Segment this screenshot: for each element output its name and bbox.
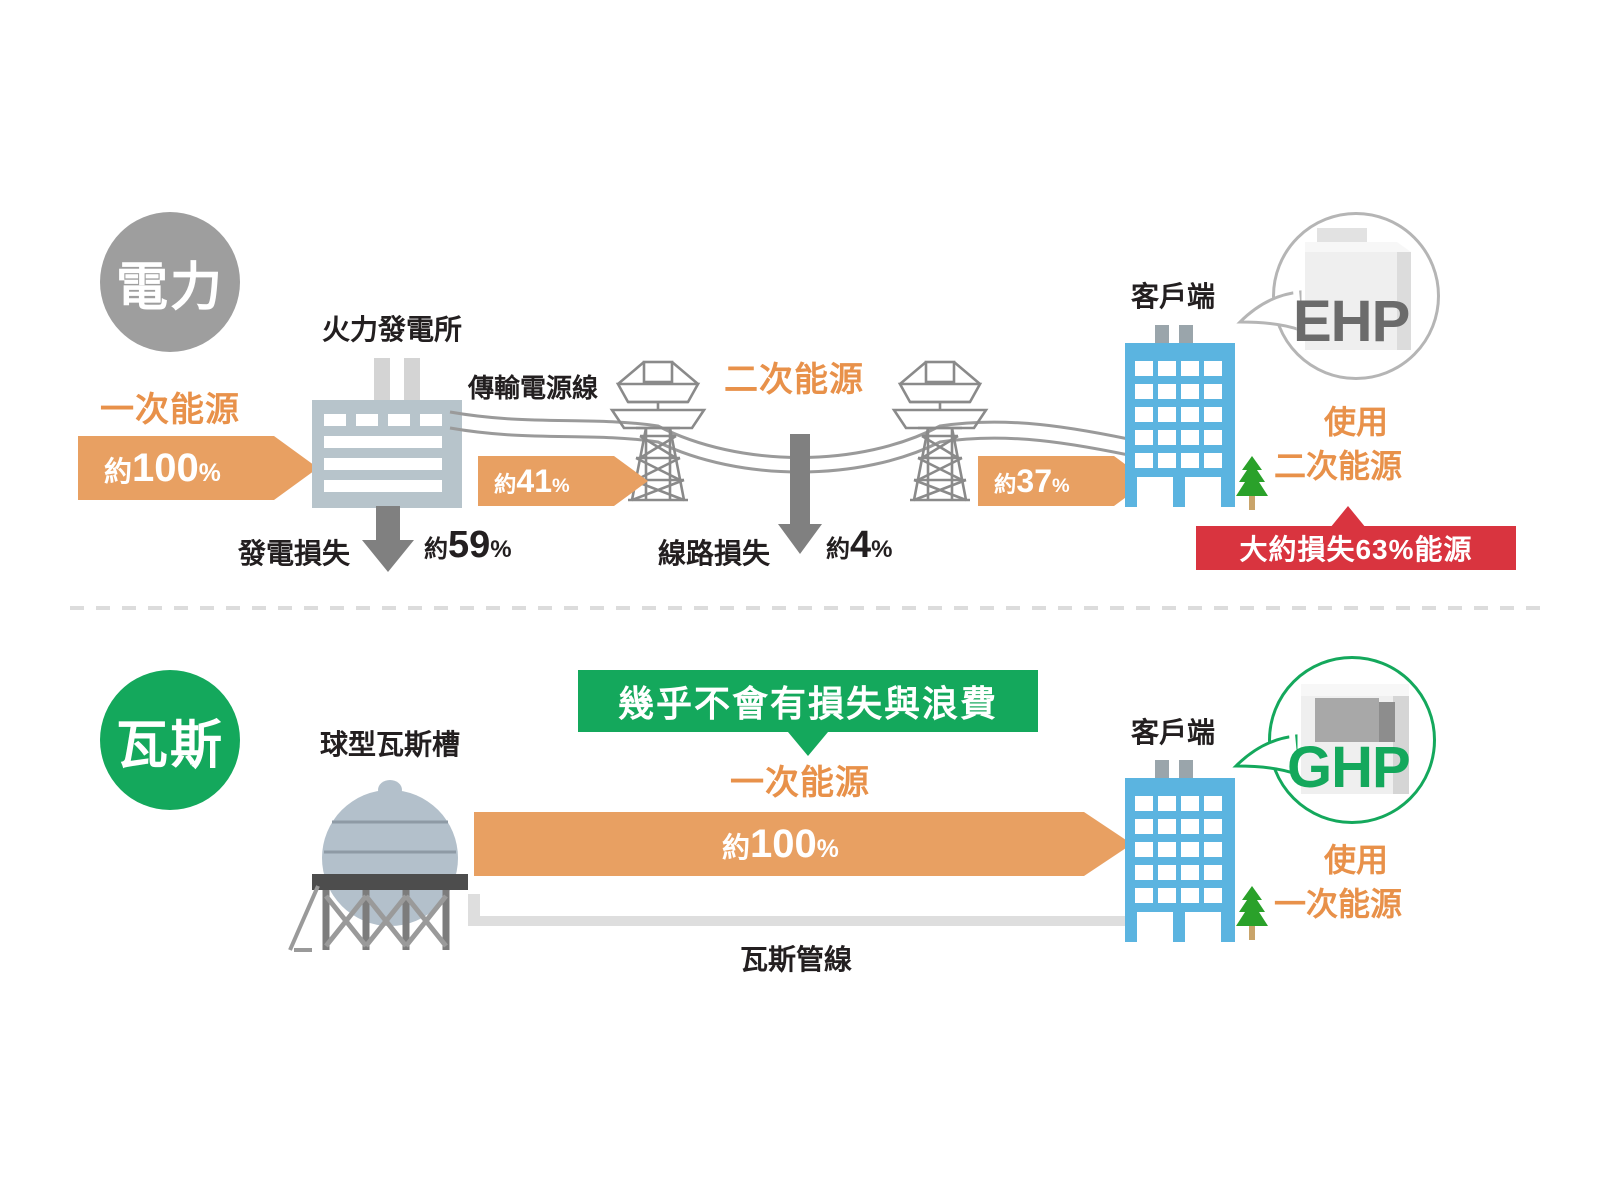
gas-tank-label: 球型瓦斯槽: [320, 723, 460, 763]
electricity-badge-label: 電力: [115, 258, 224, 317]
electricity-customer-number: 37: [1016, 463, 1052, 499]
electricity-after-plant-number: 41: [516, 463, 552, 499]
line-loss-label: 線路損失: [658, 532, 770, 572]
line-loss-arrow: [778, 434, 822, 556]
gas-no-loss-banner: 幾乎不會有損失與浪費: [578, 670, 1038, 732]
gas-primary-arrow: 約100%: [474, 812, 1134, 876]
generation-loss-label: 發電損失: [238, 532, 350, 572]
transmission-line-label: 傳輸電源線: [468, 368, 598, 405]
yaku-prefix: 約: [104, 456, 133, 487]
gas-pipeline-label-text: 瓦斯管線: [740, 944, 853, 975]
yaku-prefix: 約: [826, 536, 850, 563]
section-divider: [70, 606, 1540, 610]
gas-primary-energy-label: 一次能源: [730, 755, 870, 804]
electricity-primary-number: 100: [132, 446, 199, 490]
tree-icon: [1236, 886, 1268, 940]
line-loss-number: 4: [850, 524, 872, 566]
pct-suffix: %: [871, 536, 893, 563]
electricity-primary-arrow: 約100%: [78, 436, 318, 500]
yaku-prefix: 約: [994, 472, 1017, 497]
electricity-usage-line1: 使用: [1324, 404, 1389, 440]
gas-no-loss-banner-text: 幾乎不會有損失與浪費: [617, 683, 998, 724]
secondary-energy-label: 二次能源: [724, 352, 864, 401]
ehp-unit-label-text: EHP: [1293, 289, 1410, 354]
secondary-energy-text: 二次能源: [724, 361, 864, 399]
gas-section: 瓦斯 球型瓦斯槽 幾乎不會有損失與浪費: [0, 610, 1600, 1200]
gas-usage-line2: 一次能源: [1274, 886, 1403, 922]
ehp-unit-label: EHP: [1293, 288, 1410, 355]
gas-no-loss-banner-notch: [788, 732, 828, 756]
electricity-primary-energy-label: 一次能源: [100, 382, 240, 431]
pct-suffix: %: [1051, 475, 1070, 497]
generation-loss-number: 59: [448, 524, 491, 566]
electricity-primary-energy-text: 一次能源: [100, 391, 240, 429]
electricity-customer-building: [1125, 325, 1235, 507]
yaku-prefix: 約: [424, 536, 448, 563]
gas-customer-label: 客戶端: [1131, 711, 1215, 751]
gas-customer-building: [1125, 760, 1235, 942]
gas-tank-label-text: 球型瓦斯槽: [320, 729, 461, 760]
yaku-prefix: 約: [494, 472, 517, 497]
pct-suffix: %: [490, 536, 512, 563]
gas-pipeline-label: 瓦斯管線: [740, 938, 852, 978]
electricity-customer-value: 約37%: [994, 460, 1070, 507]
ghp-unit-label-text: GHP: [1287, 735, 1411, 800]
transmission-tower: [609, 360, 707, 502]
ghp-unit-label: GHP: [1287, 734, 1411, 801]
line-loss-label-text: 線路損失: [658, 538, 771, 569]
electricity-section: 電力 一次能源 約100% 火力發電所: [78, 212, 1516, 572]
transmission-tower: [891, 360, 989, 502]
generation-loss-value: 約59%: [424, 524, 512, 567]
electricity-loss-banner-text: 大約損失63%能源: [1239, 534, 1473, 565]
gas-badge-label: 瓦斯: [115, 716, 224, 775]
gas-primary-arrow-value: 約100%: [722, 818, 839, 876]
gas-primary-number: 100: [750, 822, 817, 866]
yaku-prefix: 約: [722, 832, 751, 863]
electricity-after-plant-value: 約41%: [494, 460, 570, 507]
transmission-line-label-text: 傳輸電源線: [468, 373, 599, 403]
pct-suffix: %: [198, 460, 221, 487]
electricity-loss-banner: 大約損失63%能源: [1196, 526, 1516, 570]
electricity-customer-label-text: 客戶端: [1131, 281, 1216, 312]
gas-badge: 瓦斯: [100, 670, 240, 810]
gas-primary-energy-text: 一次能源: [730, 764, 870, 802]
power-plant-label-text: 火力發電所: [322, 314, 463, 345]
spherical-gas-tank-icon: [288, 780, 468, 952]
ghp-bubble-tail: [1232, 733, 1299, 777]
line-loss-value: 約4%: [826, 524, 892, 567]
loss-banner-notch: [1330, 506, 1366, 528]
tree-icon: [1236, 456, 1268, 510]
electricity-badge: 電力: [100, 212, 240, 352]
generation-loss-label-text: 發電損失: [238, 538, 351, 569]
electricity-usage-line2: 二次能源: [1274, 448, 1403, 484]
electricity-after-plant-arrow: 約41%: [478, 456, 648, 506]
electricity-customer-label: 客戶端: [1131, 275, 1215, 315]
power-plant-label: 火力發電所: [322, 308, 462, 348]
gas-usage-line1: 使用: [1324, 842, 1389, 878]
ehp-unit-icon: [1295, 228, 1415, 352]
electricity-primary-arrow-value: 約100%: [104, 442, 221, 500]
pct-suffix: %: [551, 475, 570, 497]
ghp-unit-icon: [1291, 672, 1415, 798]
gas-customer-label-text-2: 客戶端: [1131, 717, 1216, 748]
electricity-usage-label: 使用 二次能源: [1274, 400, 1402, 488]
gas-usage-label: 使用 一次能源: [1274, 838, 1402, 926]
electricity-customer-arrow: 約37%: [978, 456, 1148, 506]
generation-loss-arrow: [362, 506, 414, 572]
ehp-bubble-tail: [1236, 289, 1303, 333]
pct-suffix: %: [816, 836, 839, 863]
power-plant-icon: [312, 358, 462, 508]
gas-pipeline: [468, 916, 1158, 926]
